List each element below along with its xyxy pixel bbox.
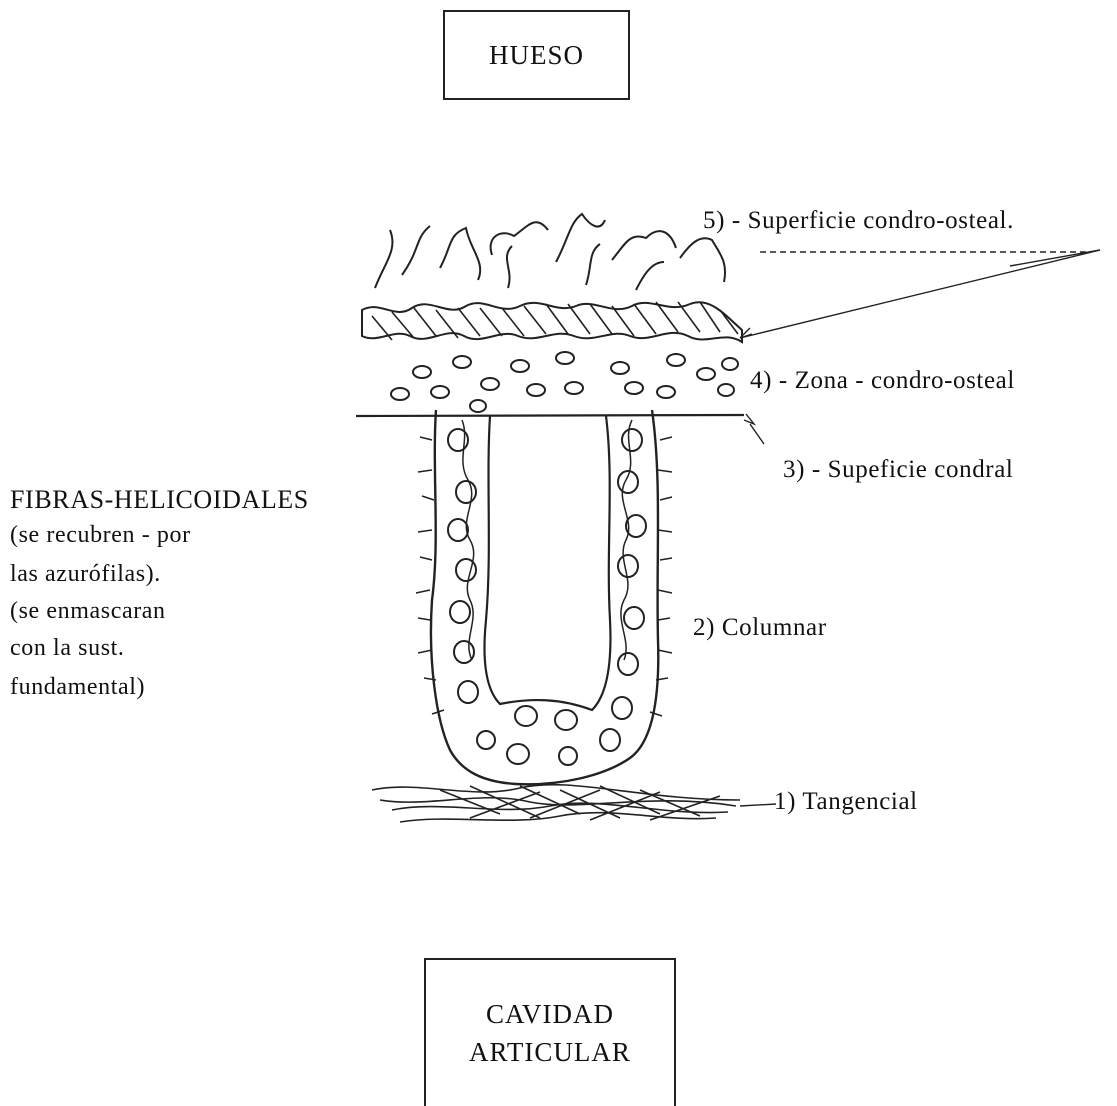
layer-5-label: 5) - Superficie condro-osteal. [703, 207, 1014, 235]
helicoidal-note-line: (se recubren - por [10, 522, 191, 549]
tangential-fibers [372, 785, 740, 822]
chondro-osseous-surface [362, 302, 742, 342]
layer-1-label: 1) Tangencial [774, 788, 918, 816]
helicoidal-note-line: (se enmascaran [10, 598, 166, 625]
bone-box: HUESO [443, 10, 630, 100]
bone-label: HUESO [489, 36, 584, 74]
pointer-lines [740, 250, 1100, 806]
helicoidal-note-line: fundamental) [10, 674, 145, 701]
layer-4-label: 4) - Zona - condro-osteal [750, 367, 1015, 395]
joint-cavity-label-line-1: CAVIDAD [486, 995, 614, 1033]
layer-3-label: 3) - Supeficie condral [783, 456, 1013, 484]
columnar-u-column [416, 410, 672, 784]
columnar-cells [448, 429, 646, 765]
joint-cavity-box: CAVIDAD ARTICULAR [424, 958, 676, 1106]
joint-cavity-label-line-2: ARTICULAR [469, 1033, 631, 1071]
chondro-osteal-zone-cells [391, 352, 738, 412]
layer-2-label: 2) Columnar [693, 614, 827, 642]
helicoidal-fibers-title: FIBRAS-HELICOIDALES [10, 485, 309, 515]
helicoidal-note-line: con la sust. [10, 635, 125, 662]
helicoidal-note-line: las azurófilas). [10, 561, 161, 588]
bone-trabeculae [375, 214, 725, 290]
chondral-surface-line [356, 415, 744, 416]
